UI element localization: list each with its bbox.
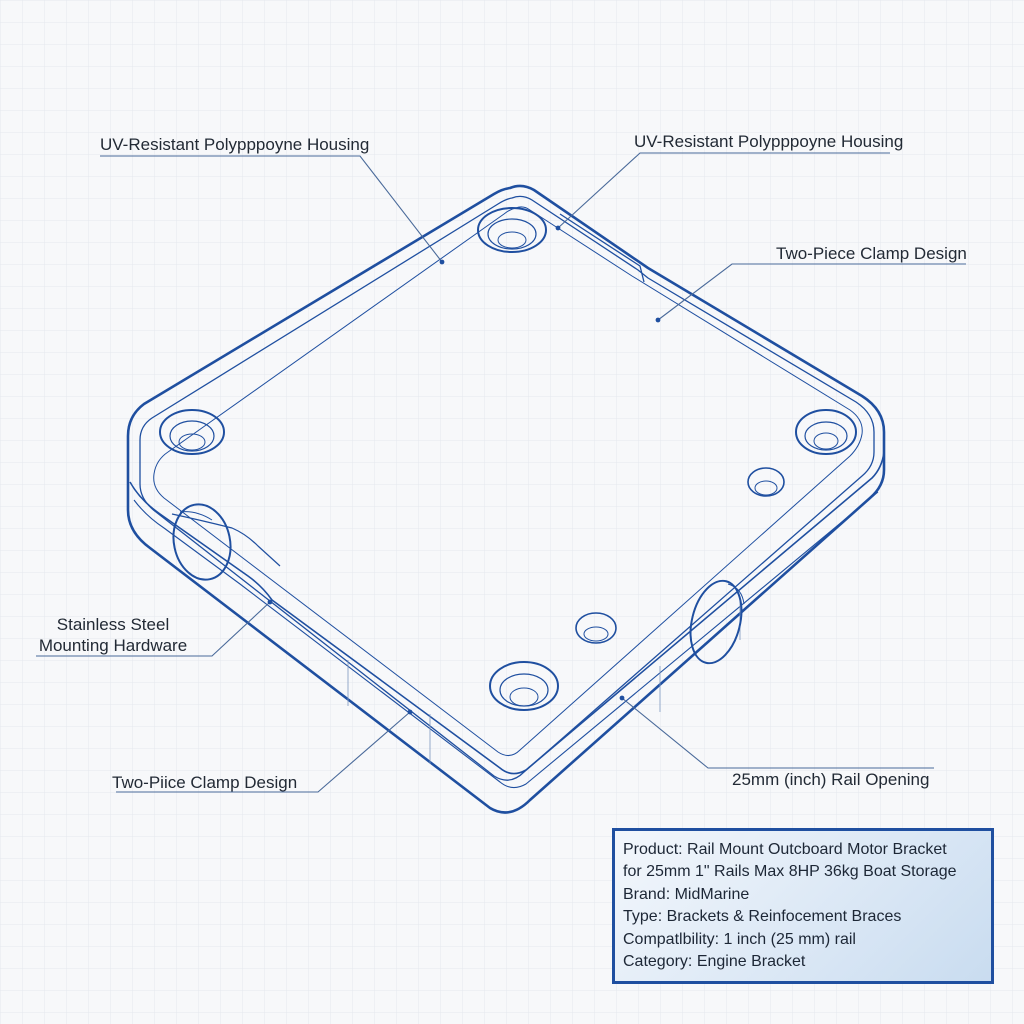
top-face-edge	[139, 195, 875, 781]
side-groove-lower	[133, 491, 879, 789]
side-groove-left	[129, 481, 527, 775]
hole-left	[159, 409, 225, 455]
leader-lines	[36, 152, 966, 793]
spec-product-line1: Product: Rail Mount Outcboard Motor Brac…	[623, 841, 947, 858]
spec-brand: Brand: MidMarine	[623, 885, 750, 903]
leader-clamp-bottom	[116, 711, 411, 793]
spec-product-line2: for 25mm 1" Rails Max 8HP 36kg Boat Stor…	[623, 863, 957, 881]
callout-hardware-line1: Stainless Steel	[56, 615, 170, 634]
hole-right	[795, 409, 857, 455]
callout-rail-opening: 25mm (inch) Rail Opening	[732, 770, 930, 789]
hole-small-right	[747, 467, 785, 497]
rail-opening-right	[689, 579, 745, 665]
leader-dots	[267, 225, 661, 715]
spec-compatibility: Compatlbility: 1 inch (25 mm) rail	[623, 930, 856, 948]
leader-housing-left	[100, 155, 443, 263]
side-groove-right	[525, 451, 885, 771]
rail-opening-left	[172, 503, 232, 581]
rail-openings	[172, 503, 745, 665]
side-ticks	[347, 598, 741, 764]
callout-clamp-right: Two-Piece Clamp Design	[776, 244, 967, 263]
leader-hardware	[36, 601, 271, 657]
leader-clamp-right	[657, 263, 966, 321]
hole-top	[477, 207, 547, 253]
leader-housing-right	[557, 152, 890, 229]
callout-clamp-bottom: Two-Piice Clamp Design	[112, 773, 298, 792]
hole-bottom	[489, 661, 559, 711]
top-surface-rim	[153, 206, 863, 756]
hole-small-bottom	[575, 612, 617, 644]
spec-type: Type: Brackets & Reinfocement Braces	[623, 908, 902, 926]
callout-hardware-line2: Mounting Hardware	[38, 636, 188, 655]
product-spec-box: Product: Rail Mount Outcboard Motor Brac…	[612, 828, 994, 984]
callout-hardware: Stainless Steel Mounting Hardware	[30, 614, 196, 656]
callout-housing-right: UV-Resistant Polypppoyne Housing	[634, 132, 904, 151]
spec-category: Category: Engine Bracket	[623, 953, 806, 971]
bracket-outline	[126, 184, 886, 814]
bracket-body	[126, 184, 886, 814]
mounting-holes	[159, 207, 857, 711]
leader-rail-opening	[621, 697, 934, 769]
callout-housing-left: UV-Resistant Polypppoyne Housing	[100, 135, 370, 154]
left-step	[171, 513, 281, 567]
top-notch	[559, 213, 645, 283]
